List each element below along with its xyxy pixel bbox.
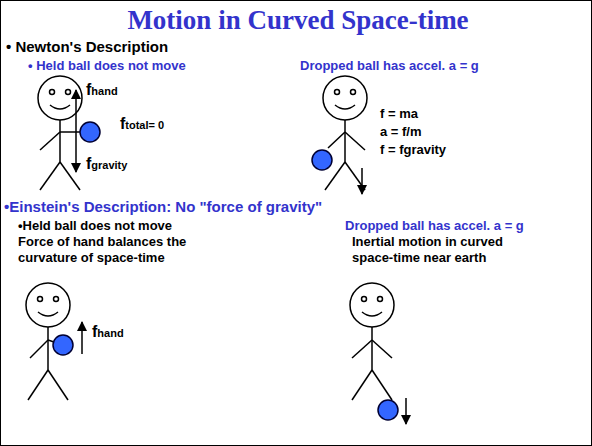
- section-heading: •Einstein's Description: No "force of gr…: [4, 198, 322, 216]
- force-label: fhand: [92, 322, 124, 341]
- ball: [53, 335, 73, 355]
- equation: f = fgravity: [380, 142, 446, 158]
- bullet-text: Dropped ball has accel. a = g: [300, 58, 479, 74]
- force-arrow: [81, 322, 83, 354]
- stick-figure: [350, 283, 394, 400]
- acceleration-arrow: [405, 398, 407, 424]
- note: Inertial motion in curved space-time nea…: [352, 234, 547, 265]
- force-label: fgravity: [86, 154, 127, 173]
- bullet-text: Dropped ball has accel. a = g: [345, 218, 524, 234]
- note: Force of hand balances the curvature of …: [18, 234, 233, 265]
- force-label: ftotal= 0: [120, 114, 164, 133]
- acceleration-arrow: [361, 168, 363, 194]
- slide-title: Motion in Curved Space-time: [2, 4, 592, 36]
- equation: f = ma: [380, 106, 418, 122]
- bullet-text: • Held ball does not move: [28, 58, 186, 74]
- ball: [378, 400, 398, 420]
- stick-figure: [38, 76, 82, 190]
- force-arrow: [75, 90, 77, 172]
- stick-figure: [323, 76, 367, 190]
- bullet-text: •Held ball does not move: [18, 218, 172, 234]
- section-heading: • Newton's Description: [6, 38, 168, 56]
- ball: [80, 122, 100, 142]
- force-label: fhand: [86, 80, 118, 99]
- equation: a = f/m: [380, 124, 422, 140]
- ball: [312, 150, 332, 170]
